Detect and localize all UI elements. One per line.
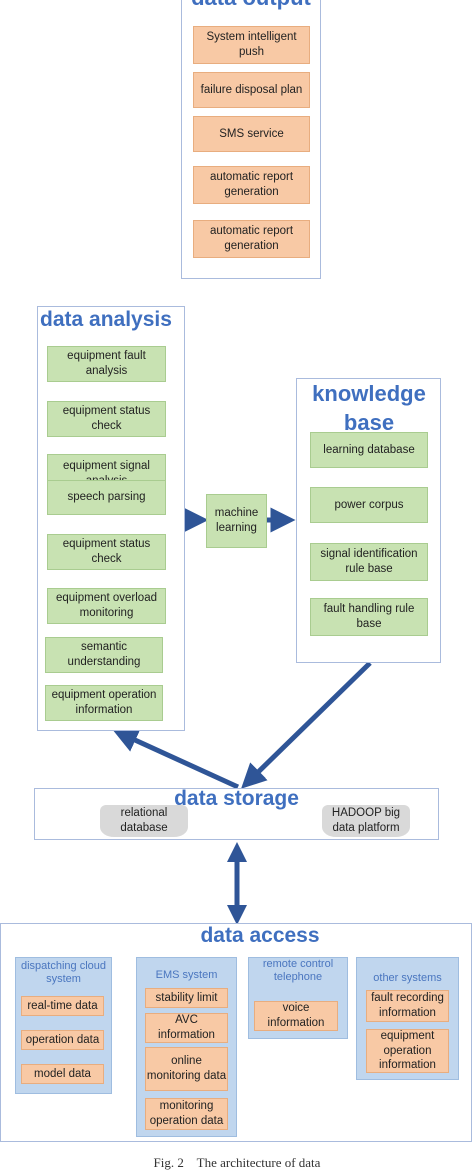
dispatching-item: model data xyxy=(21,1064,104,1084)
other-item: equipment operation information xyxy=(366,1029,449,1073)
data-analysis-title: data analysis xyxy=(40,308,172,331)
data-access-title: data access xyxy=(200,924,320,947)
knowledge-base-title: knowledge base xyxy=(312,381,426,435)
knowledge-item: signal identification rule base xyxy=(310,543,428,581)
output-item: automatic report generation xyxy=(193,220,310,258)
analysis-item: equipment status check xyxy=(47,534,166,570)
remote-control-telephone-label: remote control telephone xyxy=(262,958,334,984)
other-systems-label: other systems xyxy=(373,972,442,984)
figure-caption: Fig. 2 The architecture of data xyxy=(153,1155,321,1170)
ems-item: monitoring operation data xyxy=(145,1098,228,1130)
output-item: failure disposal plan xyxy=(193,72,310,108)
analysis-item: equipment overload monitoring xyxy=(47,588,166,624)
arrow-knowledge-to-storage xyxy=(241,661,372,789)
data-storage-title: data storage xyxy=(174,787,299,810)
hadoop-cylinder: HADOOP big data platform xyxy=(322,805,410,837)
analysis-item: equipment status check xyxy=(47,401,166,437)
machine-learning-box: machine learning xyxy=(206,494,267,548)
knowledge-item: power corpus xyxy=(310,487,428,523)
ems-item: online monitoring data xyxy=(145,1047,228,1091)
output-item: SMS service xyxy=(193,116,310,152)
analysis-item: semantic understanding xyxy=(45,637,163,673)
ems-system-label: EMS system xyxy=(155,969,218,981)
dispatching-item: real-time data xyxy=(21,996,104,1016)
relational-database-cylinder: relational database xyxy=(100,805,188,837)
data-output-title: data output xyxy=(181,0,321,9)
analysis-item: equipment fault analysis xyxy=(47,346,166,382)
arrow-storage-to-analysis xyxy=(112,728,240,790)
dispatching-item: operation data xyxy=(21,1030,104,1050)
knowledge-item: fault handling rule base xyxy=(310,598,428,636)
output-item: automatic report generation xyxy=(193,166,310,204)
analysis-item: speech parsing xyxy=(47,480,166,515)
output-item: System intelligent push xyxy=(193,26,310,64)
knowledge-item: learning database xyxy=(310,432,428,468)
dispatching-cloud-system-label: dispatching cloud system xyxy=(20,960,106,986)
ems-item: AVC information xyxy=(145,1013,228,1043)
other-item: fault recording information xyxy=(366,990,449,1022)
analysis-item: equipment operation information xyxy=(45,685,163,721)
ems-item: stability limit xyxy=(145,988,228,1008)
remote-item: voice information xyxy=(254,1001,338,1031)
